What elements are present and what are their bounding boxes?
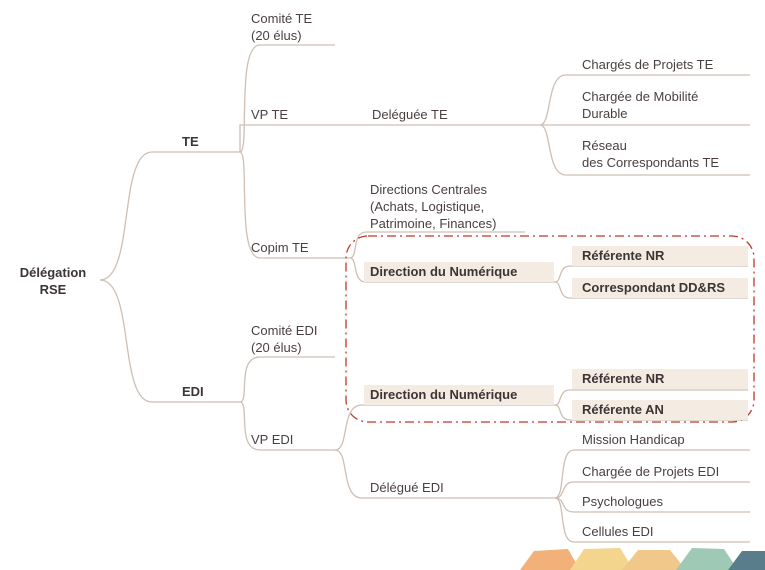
connector-delegue-cellules: [554, 497, 750, 543]
te-node: TE: [182, 134, 199, 149]
highlight-edi-numerique: [364, 385, 554, 405]
edi-mission-handicap-node: Mission Handicap: [582, 432, 685, 447]
connector-edi-vp: [239, 401, 335, 451]
te-reseau-line2: des Correspondants TE: [582, 155, 720, 170]
te-mobilite-node: Chargée de Mobilité Durable: [582, 88, 698, 122]
te-referente-nr-node: Référente NR: [582, 248, 665, 263]
edi-comite-node: Comité EDI (20 élus): [251, 322, 317, 356]
edi-charge-projets-node: Chargée de Projets EDI: [582, 464, 720, 479]
edi-psychologues-node: Psychologues: [582, 494, 663, 509]
te-charges-projets-node: Chargés de Projets TE: [582, 57, 714, 72]
connector-copim-directions: [349, 231, 525, 259]
edi-node: EDI: [182, 384, 204, 399]
te-directions-centrales-node: Directions Centrales (Achats, Logistique…: [370, 181, 496, 232]
root-line1: Délégation: [19, 265, 87, 280]
edi-comite-line2: (20 élus): [251, 340, 302, 355]
connector-delegue-charge: [554, 481, 750, 499]
root-line2: RSE: [39, 282, 67, 297]
connector-te-copim: [239, 151, 350, 259]
connector-delegue-mission: [554, 449, 750, 499]
edi-referente-an-node: Référente AN: [582, 402, 664, 417]
te-reseau-line1: Réseau: [582, 138, 627, 153]
connector-te-num-nr: [554, 265, 748, 283]
highlight-edi-referente-an: [572, 400, 748, 420]
dashed-highlight-box: [345, 235, 755, 423]
te-deleguee-node: Deléguée TE: [372, 107, 448, 122]
decorative-hexagons: [520, 548, 765, 570]
te-mobilite-line2: Durable: [582, 106, 628, 121]
connector-te-num-corr: [554, 281, 748, 299]
te-reseau-node: Réseau des Correspondants TE: [582, 137, 719, 171]
connector-te-comite: [239, 44, 335, 153]
connector-vpedi-numerique: [334, 404, 555, 451]
connector-root-te: [99, 151, 240, 281]
connector-deleguee-charges: [539, 74, 750, 126]
te-copim-node: Copim TE: [251, 240, 309, 255]
te-comite-line2: (20 élus): [251, 28, 302, 43]
root-node: Délégation RSE: [14, 264, 92, 298]
connector-vpedi-delegue: [334, 449, 555, 499]
connector-root-edi: [99, 279, 240, 403]
te-directions-line2: (Achats, Logistique,: [370, 199, 485, 214]
te-directions-line3: Patrimoine, Finances): [370, 216, 497, 231]
edi-comite-line1: Comité EDI: [251, 323, 318, 338]
edi-delegue-node: Délégué EDI: [370, 480, 444, 495]
te-directions-line1: Directions Centrales: [370, 182, 488, 197]
highlight-edi-referente-nr: [572, 369, 748, 389]
te-comite-line1: Comité TE: [251, 11, 313, 26]
connector-edi-num-nr: [554, 389, 748, 406]
te-direction-numerique-node: Direction du Numérique: [370, 264, 518, 279]
edi-referente-nr-node: Référente NR: [582, 371, 665, 386]
connector-te-vp: [239, 124, 540, 152]
highlight-te-numerique: [364, 262, 554, 282]
highlight-te-referente-nr: [572, 246, 748, 266]
te-mobilite-line1: Chargée de Mobilité: [582, 89, 699, 104]
edi-cellules-node: Cellules EDI: [582, 524, 654, 539]
te-correspondant-node: Correspondant DD&RS: [582, 280, 726, 295]
te-comite-node: Comité TE (20 élus): [251, 10, 312, 44]
connector-edi-num-an: [554, 404, 748, 421]
connector-deleguee-reseau: [539, 124, 750, 176]
edi-vp-node: VP EDI: [251, 432, 294, 447]
highlight-te-correspondant: [572, 278, 748, 298]
edi-direction-numerique-node: Direction du Numérique: [370, 387, 518, 402]
connector-edi-comite: [239, 356, 335, 403]
te-vp-node: VP TE: [251, 107, 289, 122]
